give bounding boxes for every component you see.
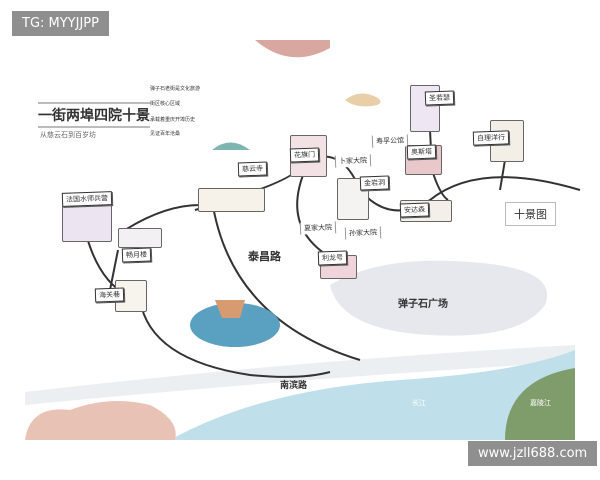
river-label-yangtze: 长江 xyxy=(412,399,426,407)
landmark-label[interactable]: 慈云寺 xyxy=(237,161,268,177)
legend-label: 十景图 xyxy=(505,202,556,226)
intro-line: 街区核心区域 xyxy=(150,101,181,107)
deco-top xyxy=(255,40,330,58)
intro-line: 见证百年沧桑 xyxy=(150,131,181,137)
landmark-label[interactable]: 法国水师兵营 xyxy=(61,191,113,207)
landmark-label[interactable]: 圣若瑟 xyxy=(424,90,455,106)
road-label-nanbin: 南滨路 xyxy=(280,381,308,391)
jialing-river xyxy=(505,368,575,440)
page-subtitle: 从慈云石到百岁坊 xyxy=(40,131,96,139)
landmark-label[interactable]: 寿孚公馆 xyxy=(371,134,409,148)
building-french-barracks xyxy=(62,200,112,242)
building-ciyun xyxy=(198,188,265,212)
deer-illustration xyxy=(215,300,245,318)
watermark-bottom-right: www.jzll688.com xyxy=(468,441,598,466)
intro-line: 承载着重庆开埠历史 xyxy=(150,117,196,123)
landmark-label[interactable]: 花旗门 xyxy=(289,147,320,163)
cloud-deco xyxy=(345,93,381,107)
road-label-taichang: 泰昌路 xyxy=(248,250,281,263)
building-changyue xyxy=(118,228,162,248)
landmark-label[interactable]: 卜家大院 xyxy=(334,154,372,168)
square-area xyxy=(330,260,548,336)
path-haiguan xyxy=(109,249,119,291)
deco-bottom-left xyxy=(25,401,176,440)
landmark-label[interactable]: 安达森 xyxy=(399,202,430,218)
landmark-label[interactable]: 海关巷 xyxy=(94,287,125,303)
landmark-label[interactable]: 利龙号 xyxy=(317,250,348,266)
landmark-label[interactable]: 夏家大院 xyxy=(299,221,337,235)
watermark-top-left: TG: MYYJJPP xyxy=(12,11,109,36)
landmark-label[interactable]: 孙家大院 xyxy=(344,226,382,240)
yangtze-river xyxy=(170,350,575,440)
landmark-label[interactable]: 白理洋行 xyxy=(472,130,510,146)
page-title: 一街两埠四院十景 xyxy=(38,102,150,128)
landmark-label[interactable]: 奥斯塔 xyxy=(406,144,437,160)
path-southwest xyxy=(84,229,331,378)
path-east xyxy=(499,159,506,191)
road-band-nanbin xyxy=(25,345,575,405)
landmark-label[interactable]: 畅月楼 xyxy=(121,247,152,263)
river-label-jialing: 嘉陵江 xyxy=(530,399,551,407)
square-label: 弹子石广场 xyxy=(398,299,448,310)
path-west xyxy=(124,204,201,231)
path-taichang xyxy=(211,199,361,361)
deer-island xyxy=(190,303,280,347)
landmark-label[interactable]: 金岩洞 xyxy=(359,175,390,191)
path-branch xyxy=(296,169,336,261)
lotus-cloud xyxy=(212,142,250,150)
intro-line: 弹子石老街是文化旅游 xyxy=(150,86,201,92)
